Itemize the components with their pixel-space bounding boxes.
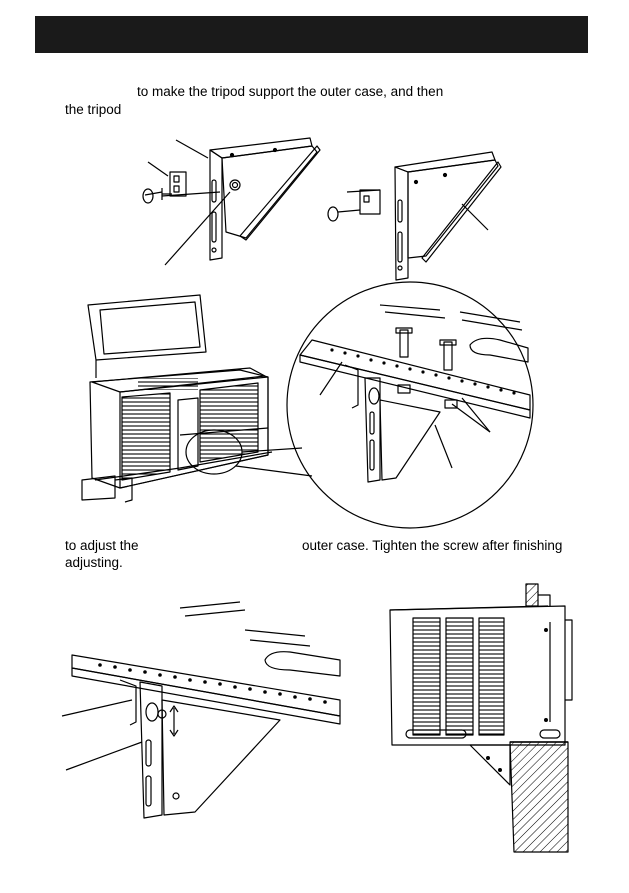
ac-window-figure bbox=[81, 281, 534, 529]
side-view-figure bbox=[389, 583, 573, 853]
tripod-figure-right bbox=[327, 151, 502, 281]
step2-text-left: to adjust the bbox=[65, 538, 139, 553]
adjust-closeup-figure bbox=[61, 601, 341, 819]
step2-text-line2: adjusting. bbox=[65, 555, 123, 570]
tripod-figure-left bbox=[142, 137, 321, 266]
section-header-bar bbox=[35, 16, 588, 53]
zoom-circle bbox=[286, 281, 534, 529]
step1-text-line2: the tripod bbox=[65, 102, 122, 117]
step2-text-right: outer case. Tighten the screw after fini… bbox=[302, 538, 563, 553]
step1-text-line1: to make the tripod support the outer cas… bbox=[137, 84, 444, 99]
